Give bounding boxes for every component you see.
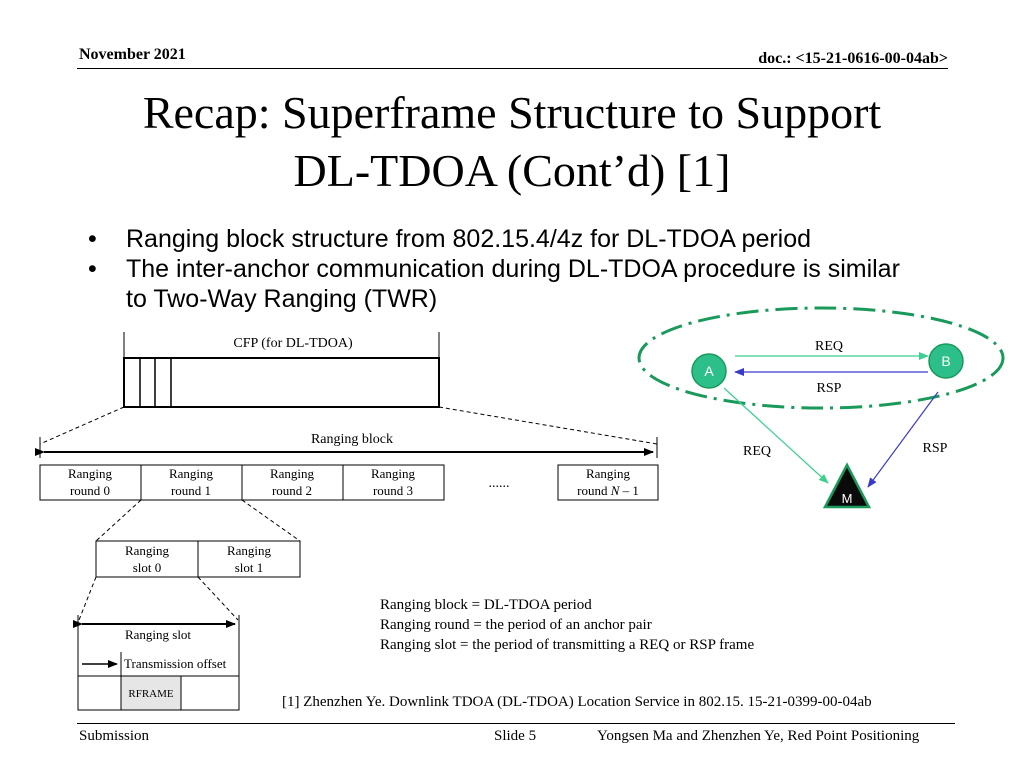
bullet-list: Ranging block structure from 802.15.4/4z… <box>88 224 968 314</box>
tx-offset-label: Transmission offset <box>124 656 227 671</box>
anchor-diagram: REQ RSP REQ RSP A B M <box>637 306 1005 509</box>
footer-authors: Yongsen Ma and Zhenzhen Ye, Red Point Po… <box>597 728 920 744</box>
req-a-to-m-arrow <box>723 387 829 484</box>
ranging-round-label: Ranging <box>586 466 631 481</box>
slot-detail-diagram: Ranging slot Transmission offset RFRAME <box>73 615 240 711</box>
anchor-b-label: B <box>941 353 950 369</box>
definition-line: Ranging slot = the period of transmittin… <box>380 637 755 653</box>
ranging-slot-label: Ranging <box>125 543 170 558</box>
ranging-round-cell <box>557 464 659 501</box>
ranging-round-label: Ranging <box>169 466 214 481</box>
rframe-box <box>120 675 182 711</box>
definition-line: Ranging block = DL-TDOA period <box>380 597 592 613</box>
ranging-round-label: Ranging <box>68 466 113 481</box>
ranging-round-label: round 3 <box>373 483 413 498</box>
ranging-round-cell <box>342 464 445 501</box>
footer-slide-number: Slide 5 <box>494 728 537 744</box>
cfp-label: CFP (for DL-TDOA) <box>233 336 353 351</box>
footer-submission: Submission <box>79 728 150 744</box>
ranging-round-label: round 1 <box>171 483 211 498</box>
slide-title: Recap: Superframe Structure to Support D… <box>0 84 1024 200</box>
slide-title-line-1: Recap: Superframe Structure to Support <box>142 87 882 138</box>
ranging-block-diagram: Ranging block Ranging round 0 Ranging ro… <box>35 432 659 542</box>
ranging-slot-diagram: Ranging slot 0 Ranging slot 1 <box>78 540 301 621</box>
req-ab-label: REQ <box>815 339 843 354</box>
anchor-b-node <box>928 343 964 379</box>
ranging-slot-label: slot 0 <box>133 560 162 575</box>
cfp-box <box>123 357 440 408</box>
header-divider <box>77 68 948 69</box>
ranging-slot-label: slot 1 <box>235 560 264 575</box>
header-doc-number: doc.: <15-21-0616-00-04ab> <box>758 50 948 67</box>
req-am-label: REQ <box>743 444 771 459</box>
definitions-block: Ranging block = DL-TDOA period Ranging r… <box>380 595 754 655</box>
reference-citation: [1] Zhenzhen Ye. Downlink TDOA (DL-TDOA)… <box>282 694 872 710</box>
ranging-round-label: round 2 <box>272 483 312 498</box>
slide-title-line-2: DL-TDOA (Cont’d) [1] <box>293 145 731 196</box>
ranging-round-label: Ranging <box>371 466 416 481</box>
cfp-diagram: CFP (for DL-TDOA) <box>39 332 658 445</box>
footer-divider <box>77 723 955 724</box>
bullet-item: Ranging block structure from 802.15.4/4z… <box>88 224 968 254</box>
header-date: November 2021 <box>79 46 186 63</box>
mobile-m-label: M <box>842 491 853 506</box>
rframe-label: RFRAME <box>128 688 174 700</box>
rsp-b-to-m-arrow <box>867 391 939 488</box>
ranging-round-ellipsis: ...... <box>489 476 510 491</box>
ranging-block-label: Ranging block <box>311 432 393 447</box>
ranging-round-label-last: round N – 1 <box>577 483 639 498</box>
bullet-item: The inter-anchor communication during DL… <box>88 254 926 314</box>
anchor-a-node <box>691 353 727 389</box>
rsp-ba-label: RSP <box>817 381 842 396</box>
ranging-slot-label: Ranging <box>227 543 272 558</box>
rsp-bm-label: RSP <box>923 441 948 456</box>
anchor-pair-ellipse <box>637 306 1005 410</box>
ranging-round-label: Ranging <box>270 466 315 481</box>
ranging-slot-cell <box>197 540 301 578</box>
definition-line: Ranging round = the period of an anchor … <box>380 617 652 633</box>
ranging-round-label: round 0 <box>70 483 110 498</box>
ranging-slot-detail-label: Ranging slot <box>125 627 191 642</box>
anchor-a-label: A <box>704 363 714 379</box>
mobile-m-node <box>822 462 872 509</box>
